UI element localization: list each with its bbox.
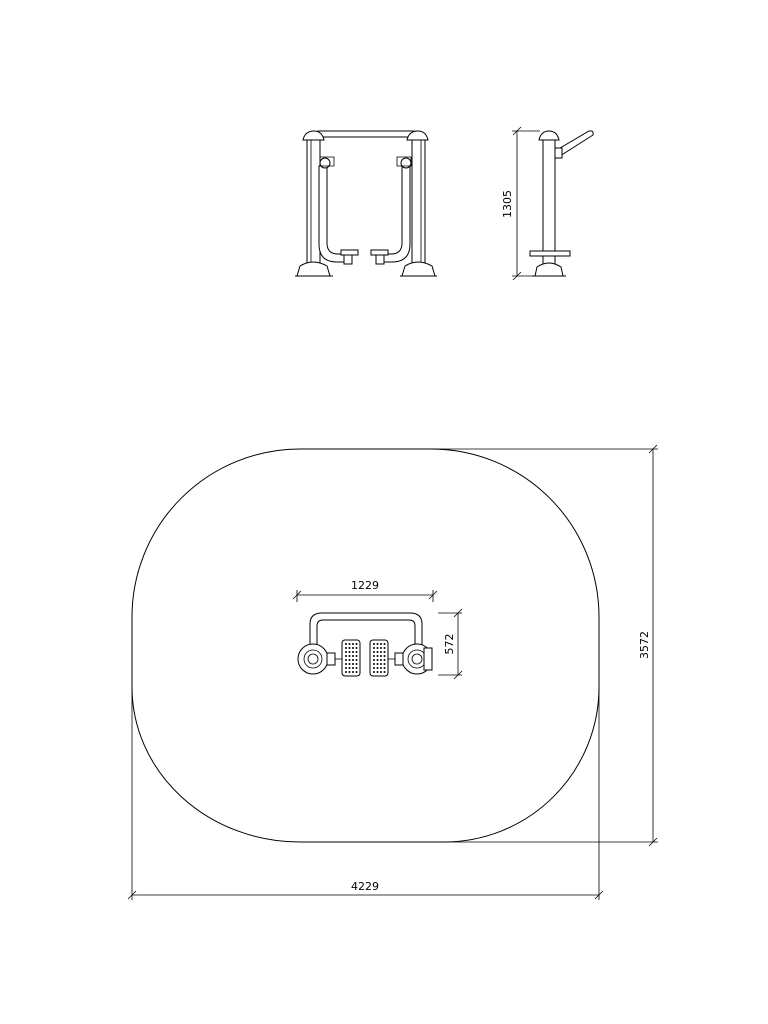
right-post: [411, 139, 426, 265]
pedal-tread-dot: [345, 659, 347, 661]
left-post-hub: [297, 643, 329, 675]
area-width-label: 4229: [351, 880, 379, 893]
pedal-tread-dot: [355, 659, 358, 661]
pedal-tread-dot: [345, 655, 347, 657]
pedal-tread-dot: [345, 667, 347, 669]
pedal-tread-dot: [373, 651, 375, 653]
pedal-tread-dot: [380, 651, 382, 653]
area-height-label: 3572: [638, 631, 651, 659]
pedal-tread-dot: [355, 671, 358, 673]
pedal-tread-dot: [355, 667, 358, 669]
left-arm-pivot: [319, 157, 331, 169]
front-elevation-view: [295, 130, 437, 277]
pedal-tread-dot: [348, 647, 351, 649]
pedal-tread-dot: [348, 663, 351, 665]
pedal-tread-dot: [376, 659, 379, 661]
pedal-tread-dot: [383, 671, 386, 673]
equipment-width-label: 1229: [351, 579, 379, 592]
side-elevation-view: 1305: [501, 126, 594, 281]
pedal-tread-dot: [373, 655, 375, 657]
side-post: [542, 139, 556, 267]
left-pedal: [340, 249, 359, 256]
pedal-tread-dot: [352, 643, 354, 645]
left-base: [296, 261, 331, 277]
pedal-tread-dot: [373, 671, 375, 673]
pedal-tread-dot: [376, 667, 379, 669]
right-base: [401, 261, 436, 277]
side-handle: [554, 130, 594, 157]
right-arm-pivot: [400, 157, 412, 169]
pedal-tread-dot: [380, 647, 382, 649]
equipment-depth-label: 572: [443, 634, 456, 655]
pedal-tread-dot: [355, 655, 358, 657]
pedal-tread-dot: [376, 663, 379, 665]
pedal-tread-dot: [383, 651, 386, 653]
pedal-tread-dot: [355, 643, 358, 645]
pedal-tread-dot: [376, 643, 379, 645]
pedal-tread-dot: [376, 647, 379, 649]
pedal-tread-dot: [348, 659, 351, 661]
left-swing-arm: [318, 165, 347, 263]
pedal-tread-dot: [348, 643, 351, 645]
pedal-tread-dot: [345, 647, 347, 649]
pedal-tread-dot: [383, 655, 386, 657]
right-pedal-plan: [369, 639, 389, 677]
pedal-tread-dot: [348, 655, 351, 657]
right-swing-arm: [382, 165, 411, 263]
pedal-tread-dot: [355, 651, 358, 653]
pedal-tread-dot: [355, 663, 358, 665]
pedal-tread-dot: [348, 671, 351, 673]
pedal-tread-dot: [376, 651, 379, 653]
pedal-tread-dot: [345, 643, 347, 645]
left-post: [306, 139, 321, 265]
pedal-tread-dot: [352, 671, 354, 673]
pedal-tread-dot: [383, 663, 386, 665]
pedal-tread-dot: [345, 663, 347, 665]
safety-area-outline: [131, 448, 600, 843]
pedal-tread-dot: [348, 667, 351, 669]
pedal-tread-dot: [383, 659, 386, 661]
pedal-tread-dot: [380, 671, 382, 673]
pedal-tread-dot: [373, 663, 375, 665]
pedal-tread-dot: [345, 671, 347, 673]
pedal-tread-dot: [352, 647, 354, 649]
equipment-plan: [297, 612, 433, 677]
pedal-tread-dot: [376, 655, 379, 657]
pedal-tread-dot: [352, 659, 354, 661]
pedal-tread-dot: [383, 643, 386, 645]
pedal-tread-dot: [348, 651, 351, 653]
pedal-tread-dot: [352, 663, 354, 665]
pedal-tread-dot: [345, 651, 347, 653]
top-crossbar: [317, 130, 415, 138]
pedal-tread-dot: [380, 667, 382, 669]
pedal-tread-dot: [373, 667, 375, 669]
pedal-tread-dot: [380, 643, 382, 645]
plan-view: 3572 4229: [127, 444, 658, 900]
pedal-tread-dot: [355, 647, 358, 649]
pedal-tread-dot: [352, 667, 354, 669]
pedal-tread-dot: [383, 667, 386, 669]
pedal-tread-dot: [376, 671, 379, 673]
equipment-top-bar: [309, 612, 423, 651]
pedal-tread-dot: [373, 643, 375, 645]
pedal-tread-dot: [380, 659, 382, 661]
left-post-cap: [302, 130, 325, 141]
pedal-tread-dot: [373, 659, 375, 661]
pedal-tread-dot: [352, 655, 354, 657]
pedal-tread-dot: [373, 647, 375, 649]
pedal-tread-dot: [383, 647, 386, 649]
right-post-cap: [406, 130, 429, 141]
pedal-tread-dot: [380, 663, 382, 665]
height-dimension-label: 1305: [501, 190, 514, 218]
side-pedal: [529, 250, 571, 257]
left-pedal-plan: [341, 639, 361, 677]
side-post-cap: [538, 130, 560, 141]
pedal-tread-dot: [380, 655, 382, 657]
pedal-tread-dot: [352, 651, 354, 653]
side-base: [534, 262, 564, 277]
right-pedal: [370, 249, 389, 256]
